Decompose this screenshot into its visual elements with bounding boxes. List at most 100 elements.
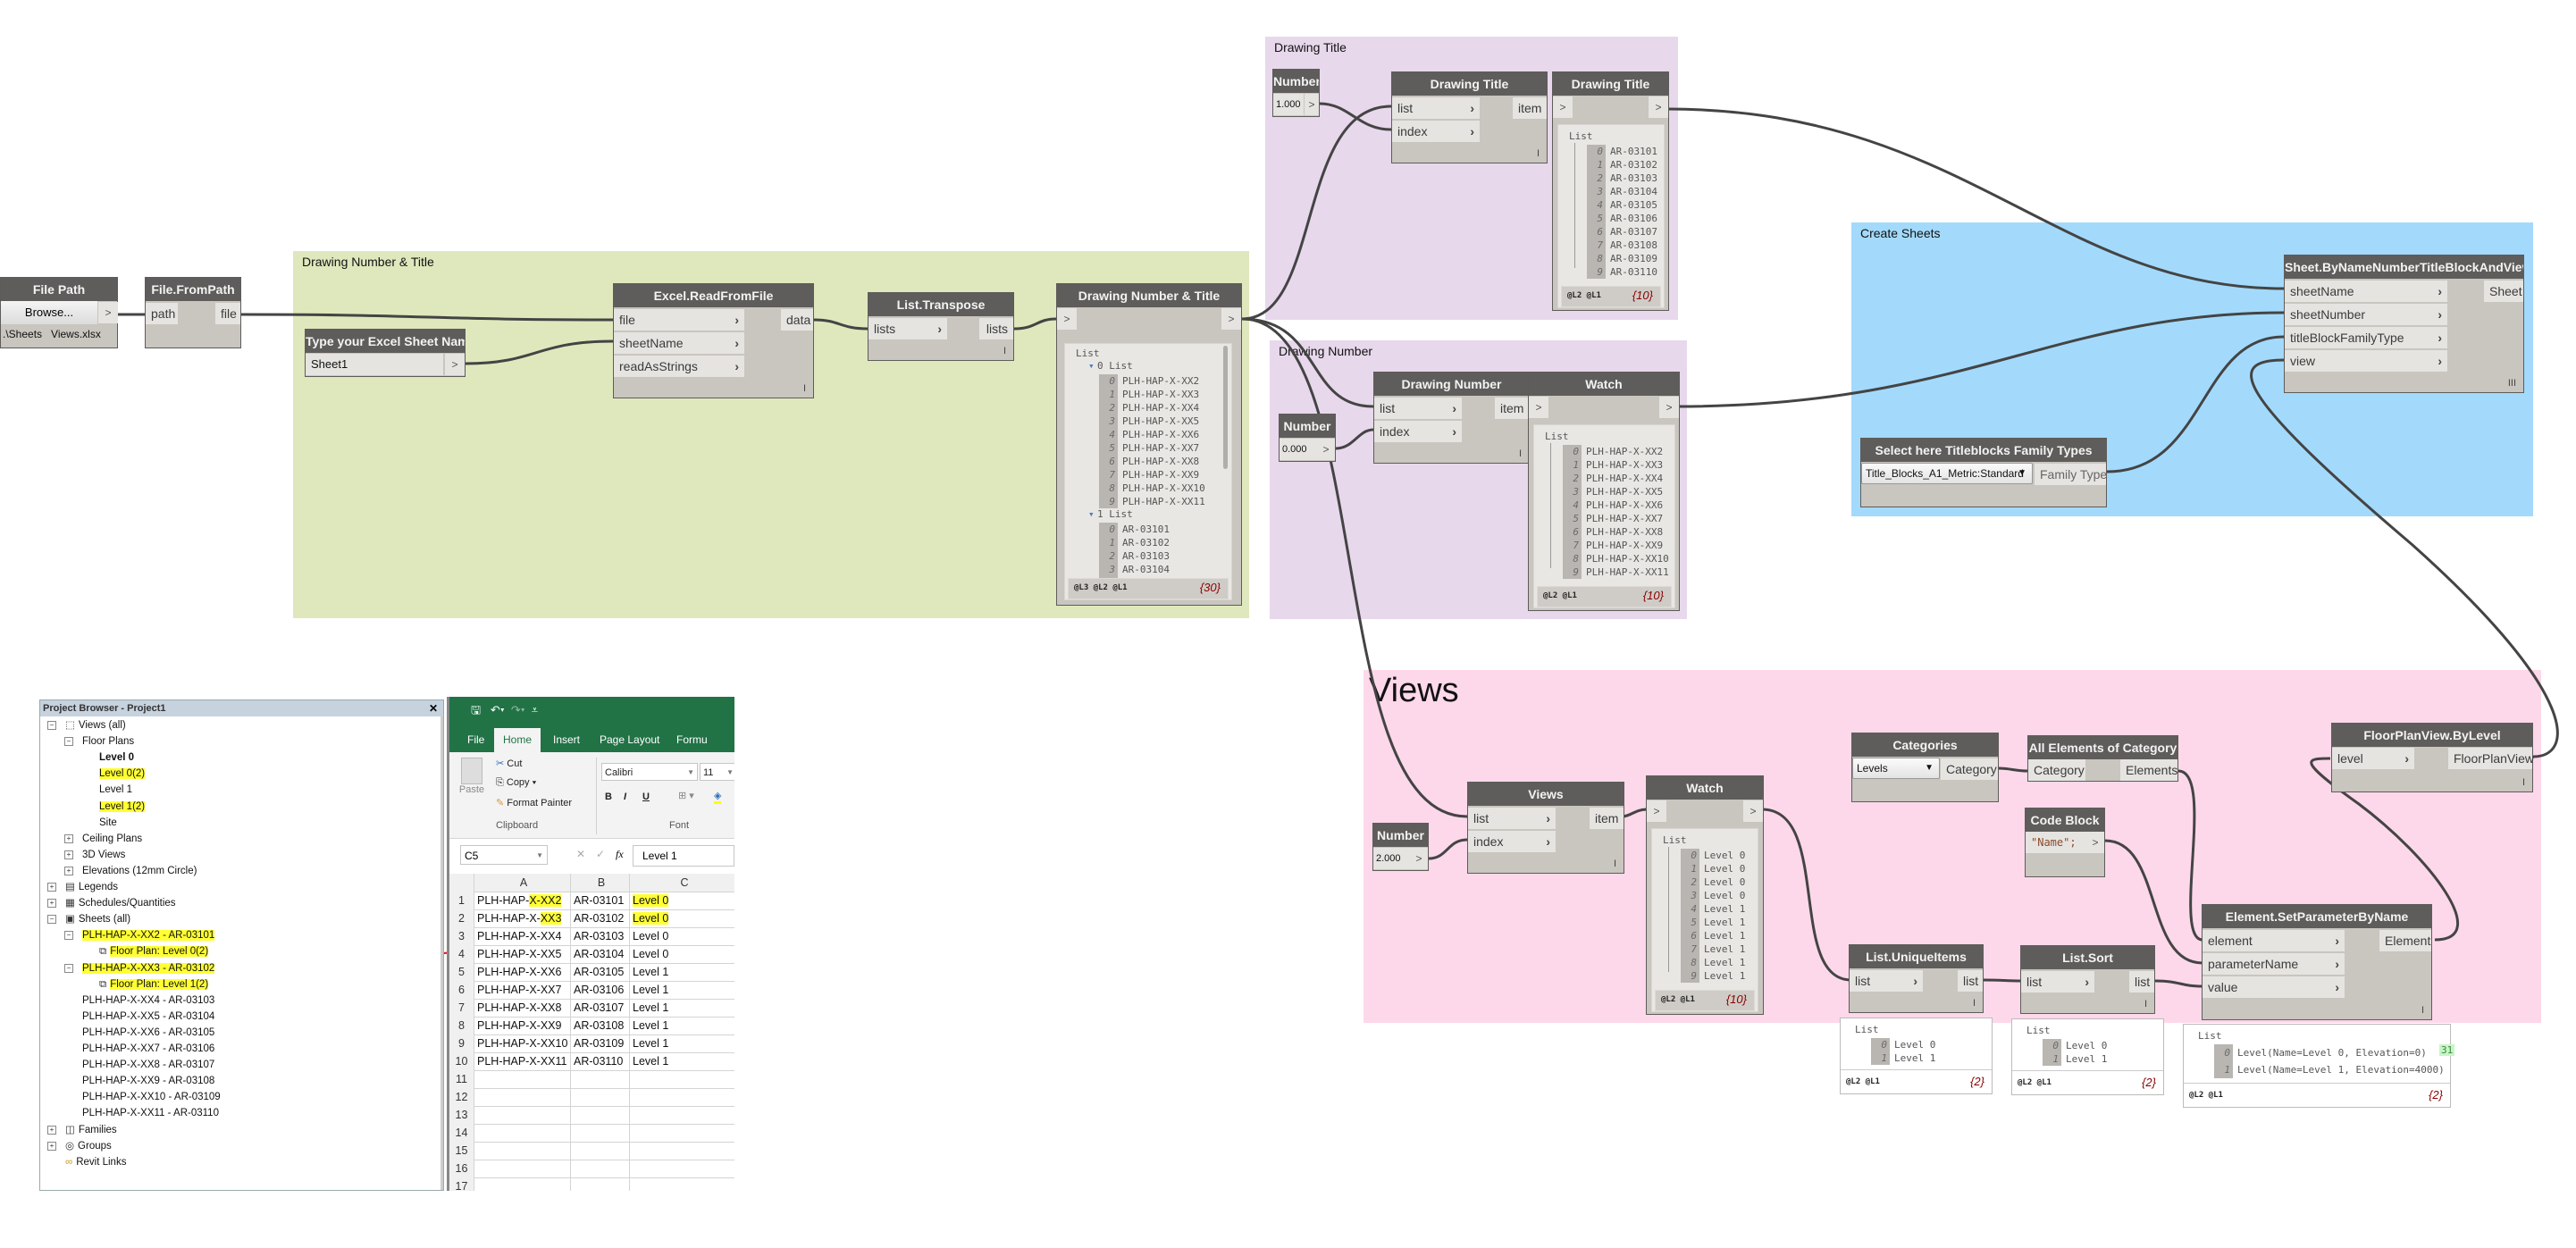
row-header[interactable]: 13	[449, 1106, 474, 1124]
cell-a1[interactable]: PLH-HAP-X-XX2	[474, 892, 571, 909]
input-port-titleblock[interactable]: titleBlockFamilyType›	[2285, 327, 2447, 348]
input-port-sheetname[interactable]: sheetName›	[614, 332, 744, 354]
cell-c14[interactable]	[630, 1124, 734, 1142]
cell-a9[interactable]: PLH-HAP-X-XX10	[474, 1034, 571, 1052]
input-port-path[interactable]: path	[146, 303, 178, 324]
formula-input[interactable]: Level 1	[633, 845, 734, 867]
cell-b3[interactable]: AR-03103	[571, 927, 630, 945]
cell-c6[interactable]: Level 1	[630, 981, 734, 999]
output-port-family-type[interactable]: Family Type	[2035, 464, 2107, 485]
lacing-indicator[interactable]: III	[2507, 378, 2516, 389]
cell-b16[interactable]	[571, 1160, 630, 1177]
row-header[interactable]: 2	[449, 909, 474, 927]
scrollbar[interactable]	[441, 716, 443, 1190]
output-port-list[interactable]: list	[1958, 970, 1983, 992]
code-block-node[interactable]: Code Block "Name"; >	[2025, 808, 2105, 877]
cell-b4[interactable]: AR-03104	[571, 945, 630, 963]
output-port-item[interactable]: item	[1495, 398, 1529, 419]
cut-button[interactable]: ✂ Cut	[496, 758, 522, 769]
expand-icon[interactable]: +	[47, 1125, 56, 1135]
cell-c16[interactable]	[630, 1160, 734, 1177]
input-port-category[interactable]: Category	[2028, 759, 2085, 781]
ribbon-tab-formu[interactable]: Formu	[676, 733, 708, 746]
undo-icon[interactable]: ↶▾	[490, 703, 505, 716]
column-header[interactable]: A	[474, 874, 571, 892]
column-header[interactable]: B	[571, 874, 630, 892]
output-port-sheet[interactable]: Sheet	[2484, 281, 2523, 302]
project-browser-panel[interactable]: Project Browser - Project1 ✕ −⬚Views (al…	[39, 699, 444, 1191]
number-node-title-index[interactable]: Number 1.000 >	[1272, 69, 1320, 117]
cell-c10[interactable]: Level 1	[630, 1052, 734, 1070]
cell-a2[interactable]: PLH-HAP-X-XX3	[474, 909, 571, 927]
cell-c17[interactable]	[630, 1177, 734, 1191]
list-transpose-node[interactable]: List.Transpose lists› lists I	[868, 292, 1014, 361]
cell-a14[interactable]	[474, 1124, 571, 1142]
list-levels[interactable]: @L2 @L1	[1567, 291, 1601, 300]
cell-c15[interactable]	[630, 1142, 734, 1160]
input-port-list[interactable]: list›	[1392, 97, 1480, 119]
file-from-path-node[interactable]: File.FromPath path file	[145, 277, 241, 348]
cell-a11[interactable]	[474, 1070, 571, 1088]
collapse-icon[interactable]: −	[64, 737, 73, 747]
cell-c4[interactable]: Level 0	[630, 945, 734, 963]
row-header[interactable]: 16	[449, 1160, 474, 1177]
ribbon-tab-page-layout[interactable]: Page Layout	[600, 733, 660, 746]
cell-c3[interactable]: Level 0	[630, 927, 734, 945]
cell-c7[interactable]: Level 1	[630, 999, 734, 1017]
input-port-sheetname[interactable]: sheetName›	[2285, 281, 2447, 302]
output-port[interactable]: >	[1305, 94, 1319, 115]
column-header[interactable]: C	[630, 874, 734, 892]
cell-a13[interactable]	[474, 1106, 571, 1124]
expand-icon[interactable]: +	[64, 850, 73, 859]
row-header[interactable]: 17	[449, 1177, 474, 1191]
expand-icon[interactable]: +	[47, 1141, 56, 1151]
font-name-select[interactable]: Calibri▼	[601, 763, 698, 781]
expand-icon[interactable]: +	[64, 866, 73, 875]
input-port-element[interactable]: element›	[2203, 930, 2345, 951]
number-field[interactable]: 0.000	[1280, 439, 1317, 460]
input-port-view[interactable]: view›	[2285, 350, 2447, 372]
categories-node[interactable]: Categories Levels▼ Category	[1851, 733, 1999, 802]
cell-a8[interactable]: PLH-HAP-X-XX9	[474, 1017, 571, 1034]
expand-icon[interactable]: +	[64, 833, 73, 843]
paste-button[interactable]: Paste	[457, 758, 487, 795]
output-port[interactable]: >	[1221, 308, 1241, 330]
italic-button[interactable]: I	[624, 792, 627, 802]
cell-b1[interactable]: AR-03101	[571, 892, 630, 909]
bold-button[interactable]: B	[605, 792, 612, 802]
cancel-icon[interactable]: ✕	[576, 848, 586, 860]
input-port[interactable]: >	[1057, 308, 1077, 330]
list-levels[interactable]: @L2 @L1	[2189, 1091, 2223, 1100]
cell-c12[interactable]	[630, 1088, 734, 1106]
browse-button[interactable]: Browse...	[1, 301, 97, 324]
row-header[interactable]: 15	[449, 1142, 474, 1160]
expand-icon[interactable]: +	[47, 883, 56, 892]
list-levels[interactable]: @L2 @L1	[1543, 591, 1577, 600]
cell-a3[interactable]: PLH-HAP-X-XX4	[474, 927, 571, 945]
enter-icon[interactable]: ✓	[596, 848, 606, 860]
cell-c8[interactable]: Level 1	[630, 1017, 734, 1034]
output-port-data[interactable]: data	[781, 309, 813, 331]
input-port[interactable]: >	[1647, 800, 1666, 822]
lacing-indicator[interactable]: I	[2144, 999, 2147, 1009]
input-port-index[interactable]: index›	[1468, 831, 1556, 852]
input-port-parametername[interactable]: parameterName›	[2203, 953, 2345, 975]
cell-c9[interactable]: Level 1	[630, 1034, 734, 1052]
save-icon[interactable]: 🖫	[471, 703, 482, 716]
input-port-index[interactable]: index›	[1392, 121, 1480, 142]
list-unique-items-node[interactable]: List.UniqueItems list› list I	[1849, 944, 1984, 1013]
input-port-list[interactable]: list›	[1850, 970, 1923, 992]
output-port-list[interactable]: list	[2129, 971, 2154, 993]
output-port[interactable]: >	[1410, 848, 1428, 869]
cell-b14[interactable]	[571, 1124, 630, 1142]
underline-button[interactable]: U	[642, 792, 650, 802]
output-port[interactable]: >	[2086, 832, 2104, 853]
input-port-sheetnumber[interactable]: sheetNumber›	[2285, 304, 2447, 325]
output-port[interactable]: >	[98, 302, 118, 323]
cell-a10[interactable]: PLH-HAP-X-XX11	[474, 1052, 571, 1070]
code-editor[interactable]: "Name";	[2026, 832, 2086, 853]
